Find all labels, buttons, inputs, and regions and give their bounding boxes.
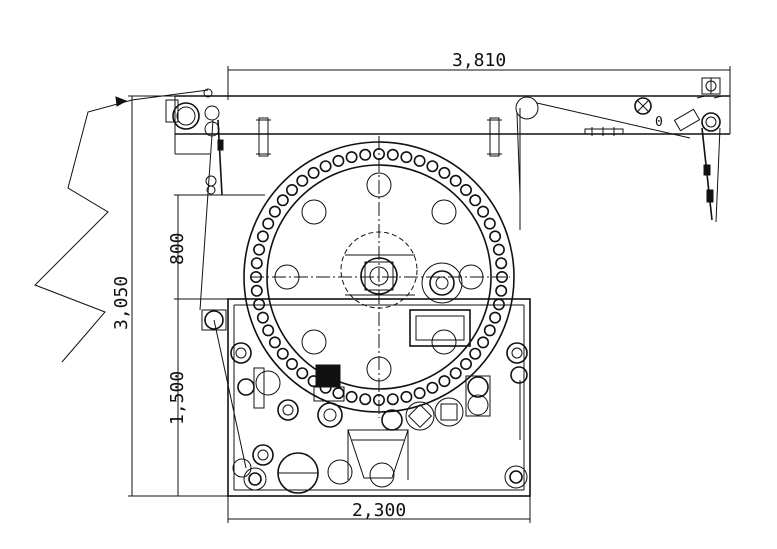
drum-hole xyxy=(449,174,462,187)
drum-hole xyxy=(386,393,399,406)
drum-hole xyxy=(250,257,263,270)
dim-label-overall-width: 3,810 xyxy=(452,50,506,71)
drum-hole xyxy=(332,154,345,167)
main-drum xyxy=(243,136,515,418)
dim-label-lower-height: 1,500 xyxy=(167,371,188,425)
drum-hole xyxy=(307,166,320,179)
dimension-overall-width: 3,810 xyxy=(227,50,731,100)
drum-hole xyxy=(489,230,502,243)
web-path-left xyxy=(34,89,247,469)
drum-hole xyxy=(253,298,266,311)
drum-hole xyxy=(345,390,358,403)
drum-hole xyxy=(400,151,413,164)
dimension-lower-height: 1,500 xyxy=(167,299,188,496)
drum-hole xyxy=(477,205,490,218)
drum-hole xyxy=(469,194,482,207)
drum-hole xyxy=(285,184,298,197)
drum-hole xyxy=(262,217,275,230)
drum-hole xyxy=(469,347,482,360)
drum-hole xyxy=(319,160,332,173)
drum-hole xyxy=(332,387,345,400)
drum-hole xyxy=(359,393,372,406)
drum-hole xyxy=(489,311,502,324)
drum-hole xyxy=(256,311,269,324)
drum-hole xyxy=(495,284,508,297)
dim-label-base-width: 2,300 xyxy=(352,500,406,521)
drum-hole xyxy=(268,336,281,349)
drum-hole xyxy=(483,324,496,337)
drum-hole xyxy=(483,217,496,230)
drum-hole xyxy=(426,381,439,394)
drum-hole xyxy=(253,243,266,256)
dimension-upper-height: 800 xyxy=(167,194,265,300)
drum-hole xyxy=(438,375,451,388)
dim-label-upper-height: 800 xyxy=(167,232,188,265)
drum-hole xyxy=(492,298,505,311)
drum-hole xyxy=(276,347,289,360)
main-cabinet xyxy=(227,194,531,497)
drum-hole xyxy=(256,230,269,243)
drum-hole xyxy=(413,387,426,400)
drum-hole xyxy=(296,174,309,187)
drum-hole xyxy=(492,243,505,256)
drum-hole xyxy=(477,336,490,349)
drum-hole xyxy=(296,367,309,380)
drum-hole xyxy=(359,148,372,161)
dimension-base-width: 2,300 xyxy=(227,495,531,523)
drum-hole xyxy=(449,367,462,380)
marker-label: 0 xyxy=(655,115,663,130)
drum-hole xyxy=(386,148,399,161)
top-left-roller-group xyxy=(165,88,224,196)
drum-hole xyxy=(400,390,413,403)
drum-hole xyxy=(495,257,508,270)
drum-hole xyxy=(285,357,298,370)
drum-hole xyxy=(459,357,472,370)
drum-hole xyxy=(413,154,426,167)
drum-hole xyxy=(262,324,275,337)
top-frame xyxy=(174,70,731,157)
top-right-rollers: 0 xyxy=(515,77,723,230)
drum-hole xyxy=(276,194,289,207)
dim-label-overall-height: 3,050 xyxy=(111,276,132,330)
drum-hole xyxy=(345,151,358,164)
drum-hole xyxy=(459,184,472,197)
drum-hole xyxy=(438,166,451,179)
drum-hole xyxy=(268,205,281,218)
drum-hole xyxy=(426,160,439,173)
drum-hole xyxy=(250,284,263,297)
cabinet-components xyxy=(201,309,528,494)
